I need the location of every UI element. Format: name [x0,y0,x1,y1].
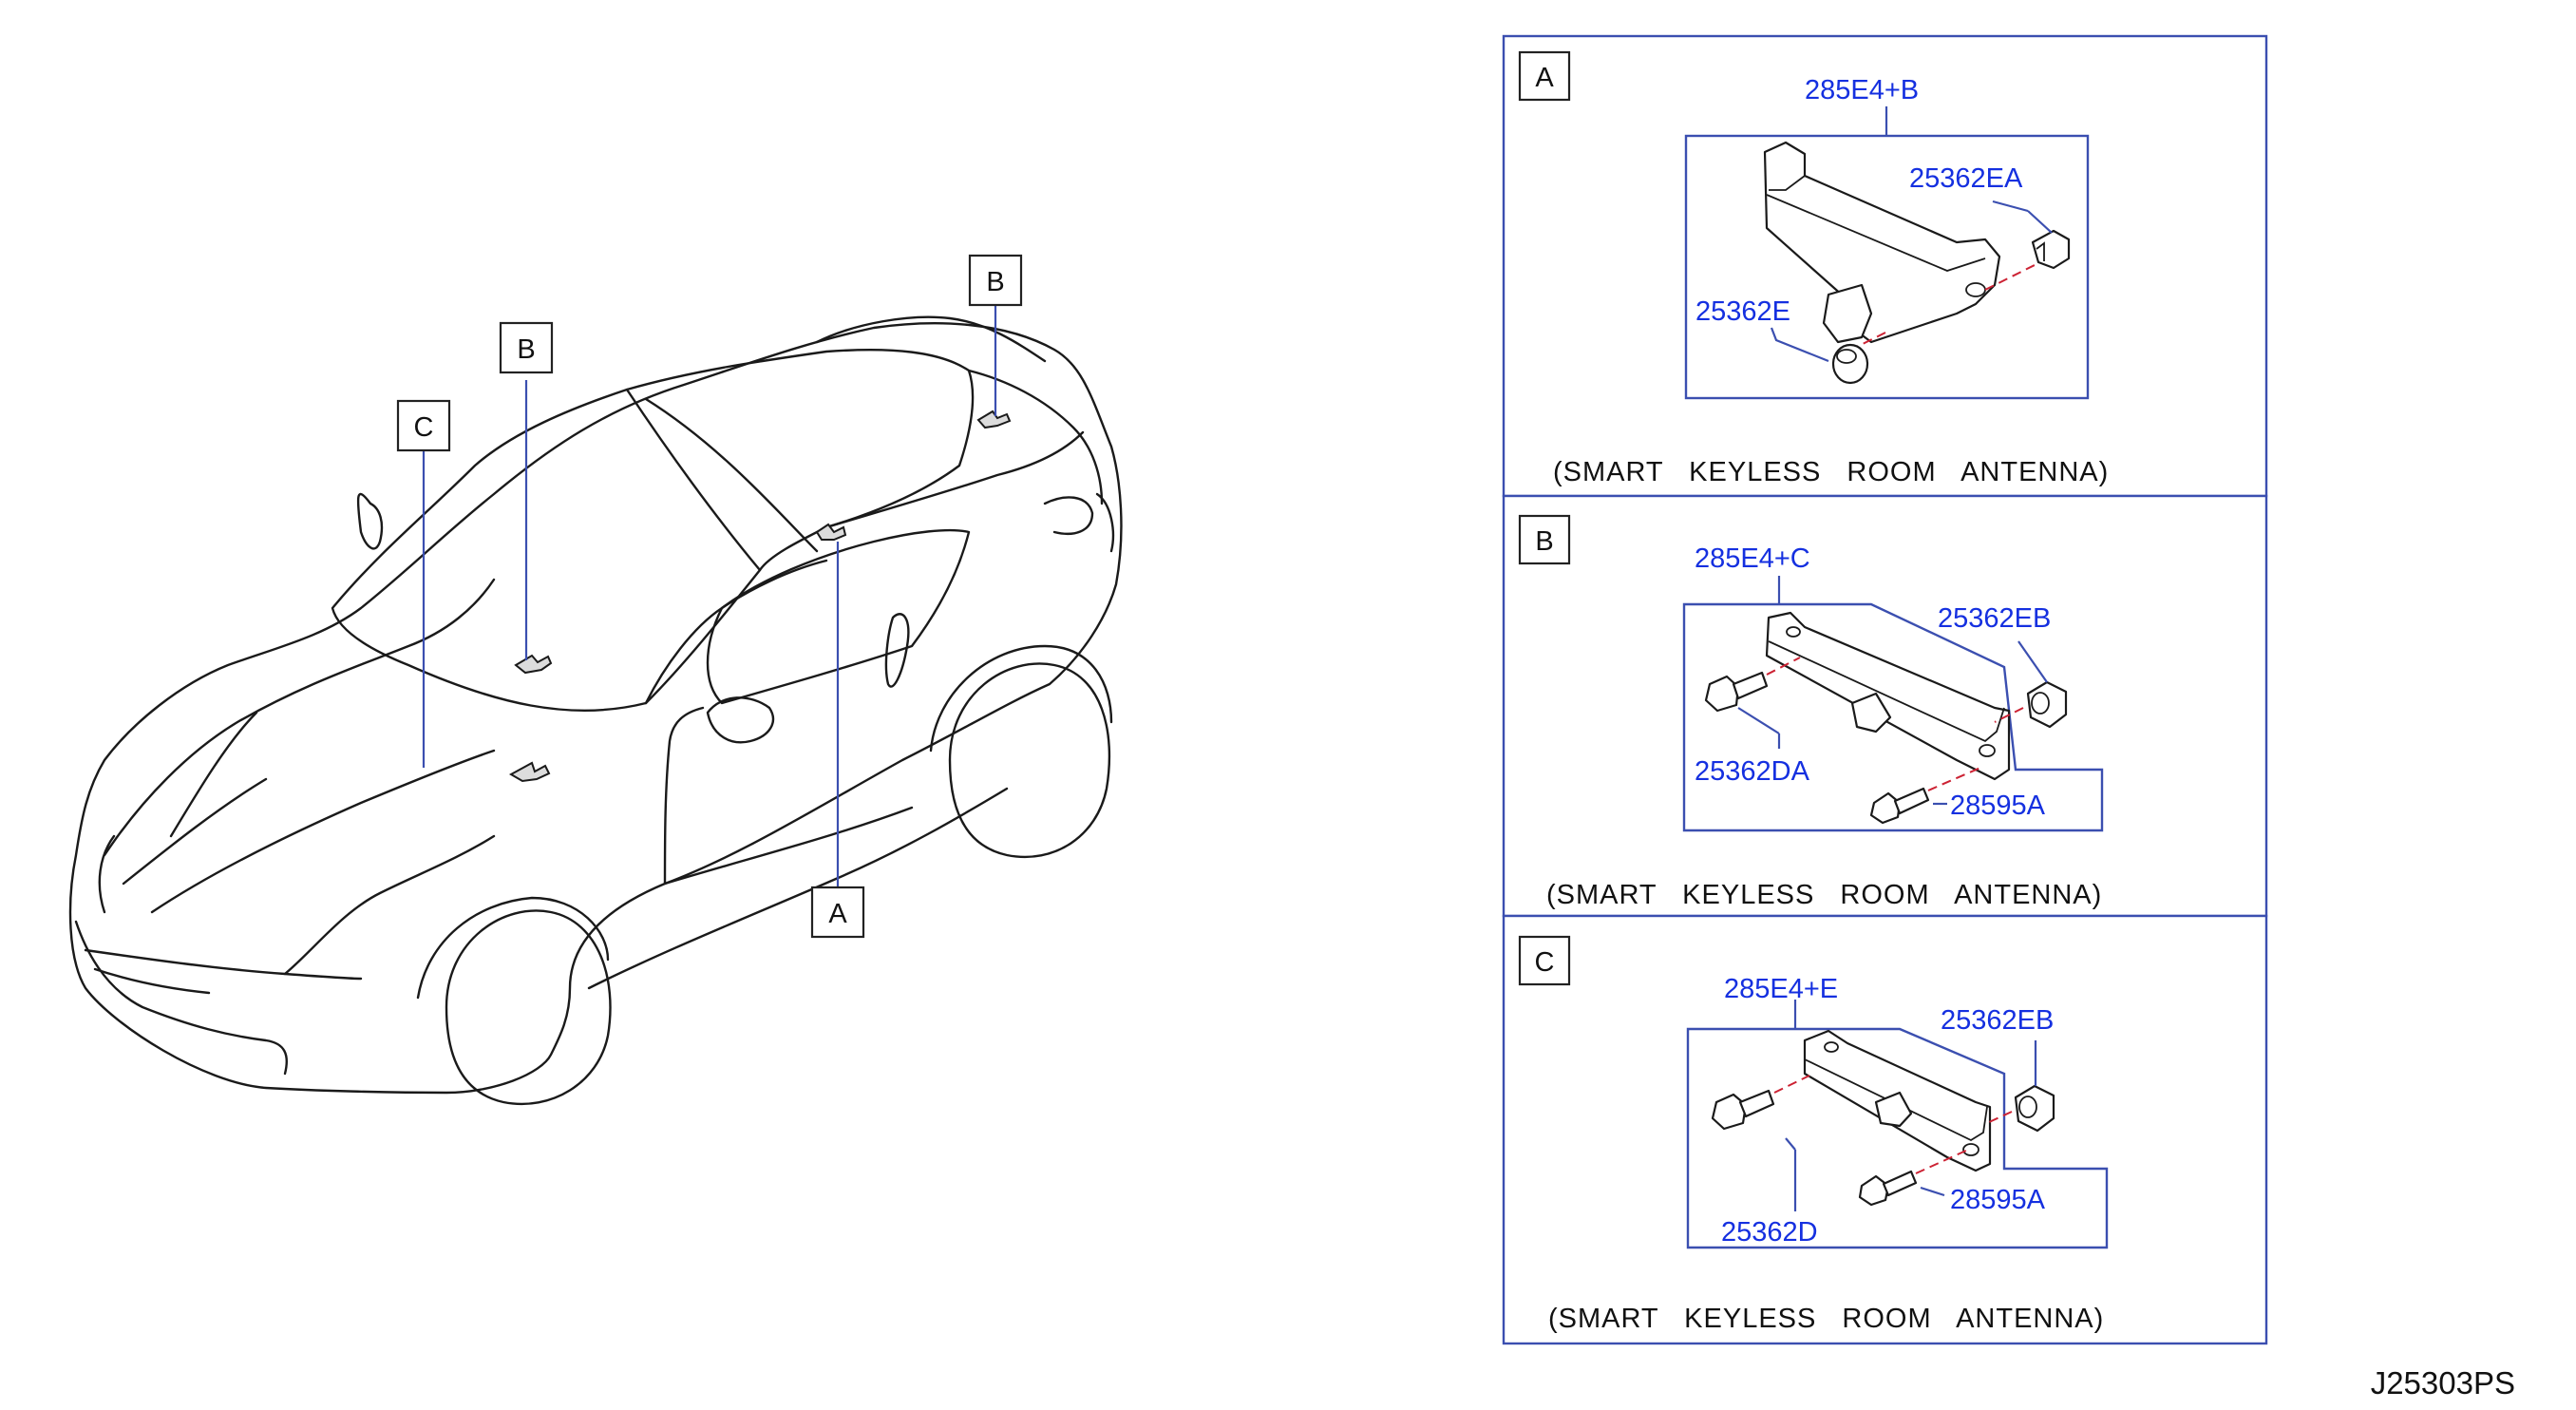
panel-b-caption: (SMART KEYLESS ROOM ANTENNA) [1546,880,2102,910]
panel-b-screw-label: 25362DA [1695,756,1810,787]
panel-a-nut-label: 25362EA [1909,163,2023,194]
panel-b-assembly-label: 285E4+C [1695,543,1810,574]
panel-a-caption: (SMART KEYLESS ROOM ANTENNA) [1553,457,2109,487]
panel-c-letter: C [1535,947,1555,978]
callout-a-label: A [828,899,847,929]
car-illustration [68,305,1123,1106]
antenna-b-rear-location-mark [976,410,1012,429]
callout-b-rear-label: B [986,267,1004,297]
bolt-c-shape [1858,1174,1890,1207]
nut-a-shape [2031,229,2071,270]
antenna-a-location-mark [815,523,847,541]
grommet-a-shape [1831,343,1869,385]
panel-a-grommet-label: 25362E [1695,296,1790,327]
callout-c: C [396,399,451,452]
panel-b-bolt-label: 28595A [1950,791,2046,821]
bolt-b-shape [1869,791,1902,825]
antenna-b-roof-location-mark [514,654,553,675]
screw-b-shape [1704,675,1740,713]
panel-c-screw-label: 25362D [1721,1217,1818,1248]
panel-a-assembly-label: 285E4+B [1805,75,1919,105]
panel-c-caption: (SMART KEYLESS ROOM ANTENNA) [1548,1304,2104,1334]
antenna-c-location-mark [508,761,551,783]
panel-b-clip-label: 25362EB [1938,603,2051,634]
callout-a: A [810,886,865,939]
panel-c-clip-label: 25362EB [1941,1005,2054,1036]
panel-b-letter: B [1535,526,1553,557]
callout-b-roof-label: B [517,334,535,365]
callout-b-roof: B [499,321,554,374]
panel-c-bolt-label: 28595A [1950,1185,2046,1215]
panel-c: C 285E4+E 25362D 28595A 25362EB (SMART K… [1502,914,2268,1345]
diagram-code: J25303PS [2371,1365,2515,1400]
panel-a: A 285E4+B 25362EA 25362E (SMART KEYLESS … [1502,34,2268,498]
callout-c-label: C [414,412,434,443]
panel-b: B 285E4+C 25362DA 28595A 25362EB (SMART … [1502,494,2268,918]
panel-c-assembly-label: 285E4+E [1724,974,1838,1004]
screw-c-shape [1711,1093,1748,1131]
panel-a-letter: A [1535,63,1554,93]
callout-b-rear: B [968,254,1023,307]
